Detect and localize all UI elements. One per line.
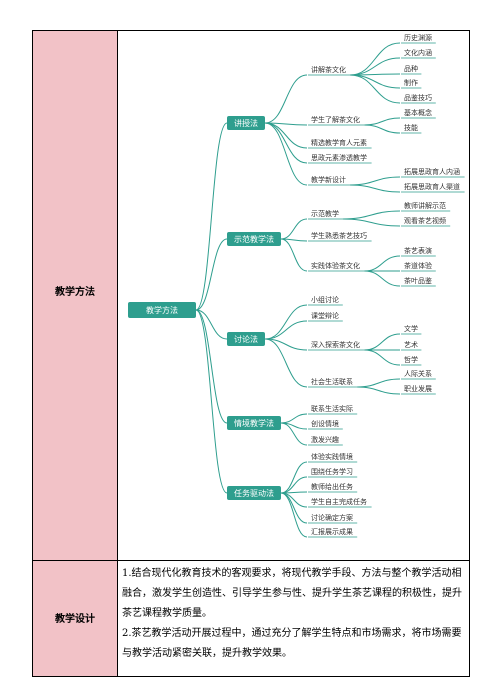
branch-label: 情境教学法 (234, 418, 274, 428)
leaf-link (342, 210, 401, 220)
sub-link (264, 304, 308, 340)
leaf-node: 基本概念 (404, 108, 432, 117)
branch-label: 讲授法 (234, 118, 258, 128)
mindmap-cell: 教学方法 讲授法 讲解茶文化 历史渊源文化内涵品种制作品鉴技巧学生了解茶文化 基本概念技… (118, 31, 469, 561)
sub-node: 讨论确定方案 (311, 513, 353, 522)
sub-node: 讲解茶文化 (311, 65, 346, 74)
leaf-link (349, 57, 401, 76)
branch-node (227, 486, 281, 500)
leaf-link (364, 117, 401, 126)
sub-node: 实践体验茶文化 (311, 261, 360, 270)
sub-link (280, 218, 308, 240)
sub-link (264, 338, 308, 388)
sub-node: 体验实践情境 (311, 452, 353, 461)
branch-label: 讨论法 (234, 334, 258, 344)
sub-node: 学生自主完成任务 (311, 497, 367, 506)
root-node (128, 302, 196, 318)
leaf-node: 品种 (404, 64, 418, 73)
leaf-node: 文学 (404, 324, 418, 333)
sub-link (264, 122, 308, 186)
leaf-node: 哲学 (404, 355, 418, 364)
branch-node (227, 332, 265, 346)
sub-node: 围绕任务学习 (311, 467, 353, 476)
leaf-node: 拓展思政育人内涵 (404, 167, 460, 176)
sub-link (264, 122, 308, 164)
branch-node (227, 116, 265, 130)
design-content-cell: 1.结合现代化教育技术的客观要求，将现代教学手段、方法与整个教学活动相融合，激发… (118, 561, 469, 676)
method-label-cell: 教学方法 (33, 31, 118, 561)
leaf-node: 品鉴技巧 (404, 93, 432, 102)
leaf-link (364, 349, 401, 366)
branch-link (195, 309, 228, 340)
branch-label: 示范教学法 (234, 234, 274, 244)
leaf-node: 职业发展 (404, 384, 432, 393)
leaf-link (357, 386, 401, 395)
design-label-cell: 教学设计 (33, 561, 118, 676)
leaf-node: 拓展思政育人渠道 (404, 182, 460, 191)
leaf-link (349, 176, 401, 186)
design-label: 教学设计 (55, 614, 95, 625)
sub-node: 学生了解茶文化 (311, 115, 360, 124)
leaf-link (349, 184, 401, 193)
sub-node: 创设情境 (311, 419, 339, 428)
leaf-link (349, 74, 401, 89)
sub-link (280, 413, 308, 424)
sub-link (280, 422, 308, 446)
leaf-node: 茶叶品鉴 (404, 276, 432, 285)
leaf-link (342, 218, 401, 227)
design-text: 1.结合现代化教育技术的客观要求，将现代教学手段、方法与整个教学活动相融合，激发… (122, 564, 466, 664)
sub-node: 小组讨论 (311, 295, 339, 304)
branch-link (195, 309, 228, 424)
leaf-link (364, 333, 401, 351)
branch-node (227, 416, 281, 430)
leaf-node: 艺术 (404, 340, 418, 349)
branch-link (195, 122, 228, 311)
sub-link (280, 476, 308, 494)
sub-link (280, 461, 308, 494)
sub-link (280, 492, 308, 538)
sub-node: 汇报展示成果 (311, 527, 353, 536)
root-label: 教学方法 (146, 305, 178, 315)
branch-link (195, 238, 228, 311)
sub-node: 精选教学育人元素 (311, 138, 367, 147)
sub-node: 联系生活实际 (311, 404, 353, 413)
sub-node: 教师给出任务 (311, 482, 353, 491)
sub-link (264, 338, 308, 351)
sub-node: 教学新设计 (311, 175, 346, 184)
sub-node: 激发兴趣 (311, 435, 339, 444)
leaf-node: 文化内涵 (404, 48, 432, 57)
sub-link (264, 320, 308, 340)
leaf-link (364, 124, 401, 134)
sub-node: 示范教学 (311, 209, 339, 218)
sub-link (280, 238, 308, 272)
design-paragraph: 2.茶艺教学活动开展过程中，通过充分了解学生特点和市场需求，将市场需要与教学活动… (122, 628, 462, 659)
sub-link (264, 74, 308, 124)
leaf-link (357, 378, 401, 388)
leaf-node: 观看茶艺视频 (404, 216, 446, 225)
branch-node (227, 232, 281, 246)
design-paragraph: 1.结合现代化教育技术的客观要求，将现代教学手段、方法与整个教学活动相融合，激发… (122, 568, 462, 619)
sub-node: 学生熟悉茶艺技巧 (311, 231, 367, 240)
leaf-node: 教师讲解示范 (404, 201, 446, 210)
leaf-node: 技能 (404, 123, 418, 132)
leaf-node: 历史渊源 (404, 33, 432, 42)
sub-node: 社会生活联系 (311, 377, 353, 386)
branch-label: 任务驱动法 (234, 488, 274, 498)
leaf-link (364, 255, 401, 272)
sub-node: 深入探索茶文化 (311, 340, 360, 349)
leaf-link (349, 74, 401, 104)
branch-link (195, 309, 228, 494)
method-label: 教学方法 (55, 287, 95, 298)
leaf-node: 茶艺表演 (404, 246, 432, 255)
sub-link (264, 122, 308, 149)
leaf-link (364, 270, 401, 287)
sub-node: 思政元素渗透教学 (311, 153, 367, 162)
leaf-node: 人际关系 (404, 369, 432, 378)
lesson-plan-table: 教学方法 教学方法 讲授法 讲解茶文化 历史渊源文化内涵品种制作品鉴技巧学生了解茶文化… (32, 30, 470, 677)
sub-link (280, 492, 308, 524)
leaf-node: 茶道体验 (404, 261, 432, 270)
sub-node: 课堂辩论 (311, 311, 339, 320)
leaf-node: 制作 (404, 78, 418, 87)
